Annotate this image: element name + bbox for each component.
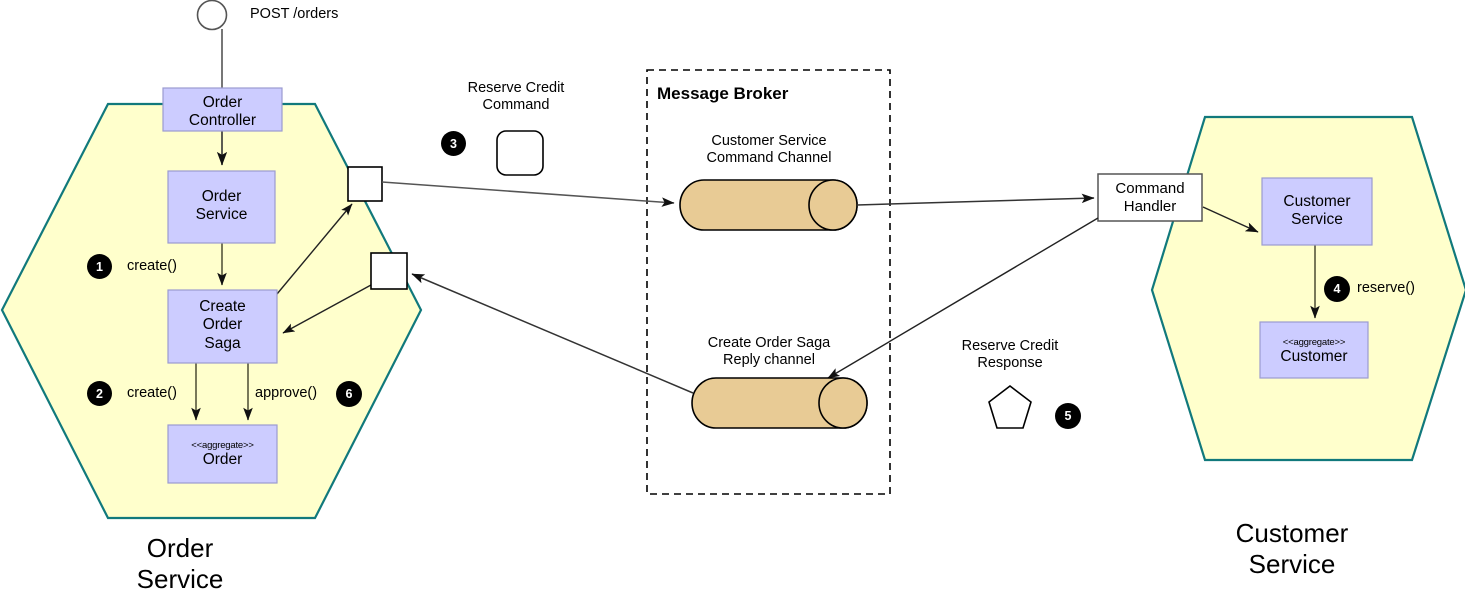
order-controller-box [162,87,283,132]
flow-badge-6: 6 [336,381,362,407]
create-order-saga-reply-channel [691,377,868,429]
customer-service-hexagon [1150,115,1465,462]
arrow-port-to-command-channel [381,181,675,207]
flow-badge-3: 3 [441,131,466,156]
arrow-command-channel-to-handler [856,193,1095,206]
entry-point-circle [196,0,228,31]
order-service-box [167,170,276,244]
arrow-reply-channel-to-inbound-port [411,273,694,394]
flow-badge-5: 5 [1055,403,1081,429]
message-broker-boundary [646,69,891,495]
create-order-saga-box [167,289,278,364]
arrow-handler-to-customer-service [1202,206,1259,233]
customer-service-command-channel [679,179,858,231]
arrow-inbound-port-to-saga [282,284,372,334]
reserve-credit-response-shape [988,384,1032,429]
arrow-handler-to-reply-channel [827,217,1099,379]
flow-badge-1: 1 [87,254,112,279]
order-service-inbound-port [370,252,408,290]
arrow-saga-to-outbound-port [271,203,353,301]
flow-badge-4: 4 [1324,276,1350,302]
reserve-credit-command-shape [496,130,544,176]
customer-service-box [1261,177,1373,246]
order-aggregate-box [167,424,278,484]
flow-badge-2: 2 [87,381,112,406]
command-handler-box [1097,173,1203,222]
order-service-outbound-port [347,166,383,202]
customer-aggregate-box [1259,321,1369,379]
